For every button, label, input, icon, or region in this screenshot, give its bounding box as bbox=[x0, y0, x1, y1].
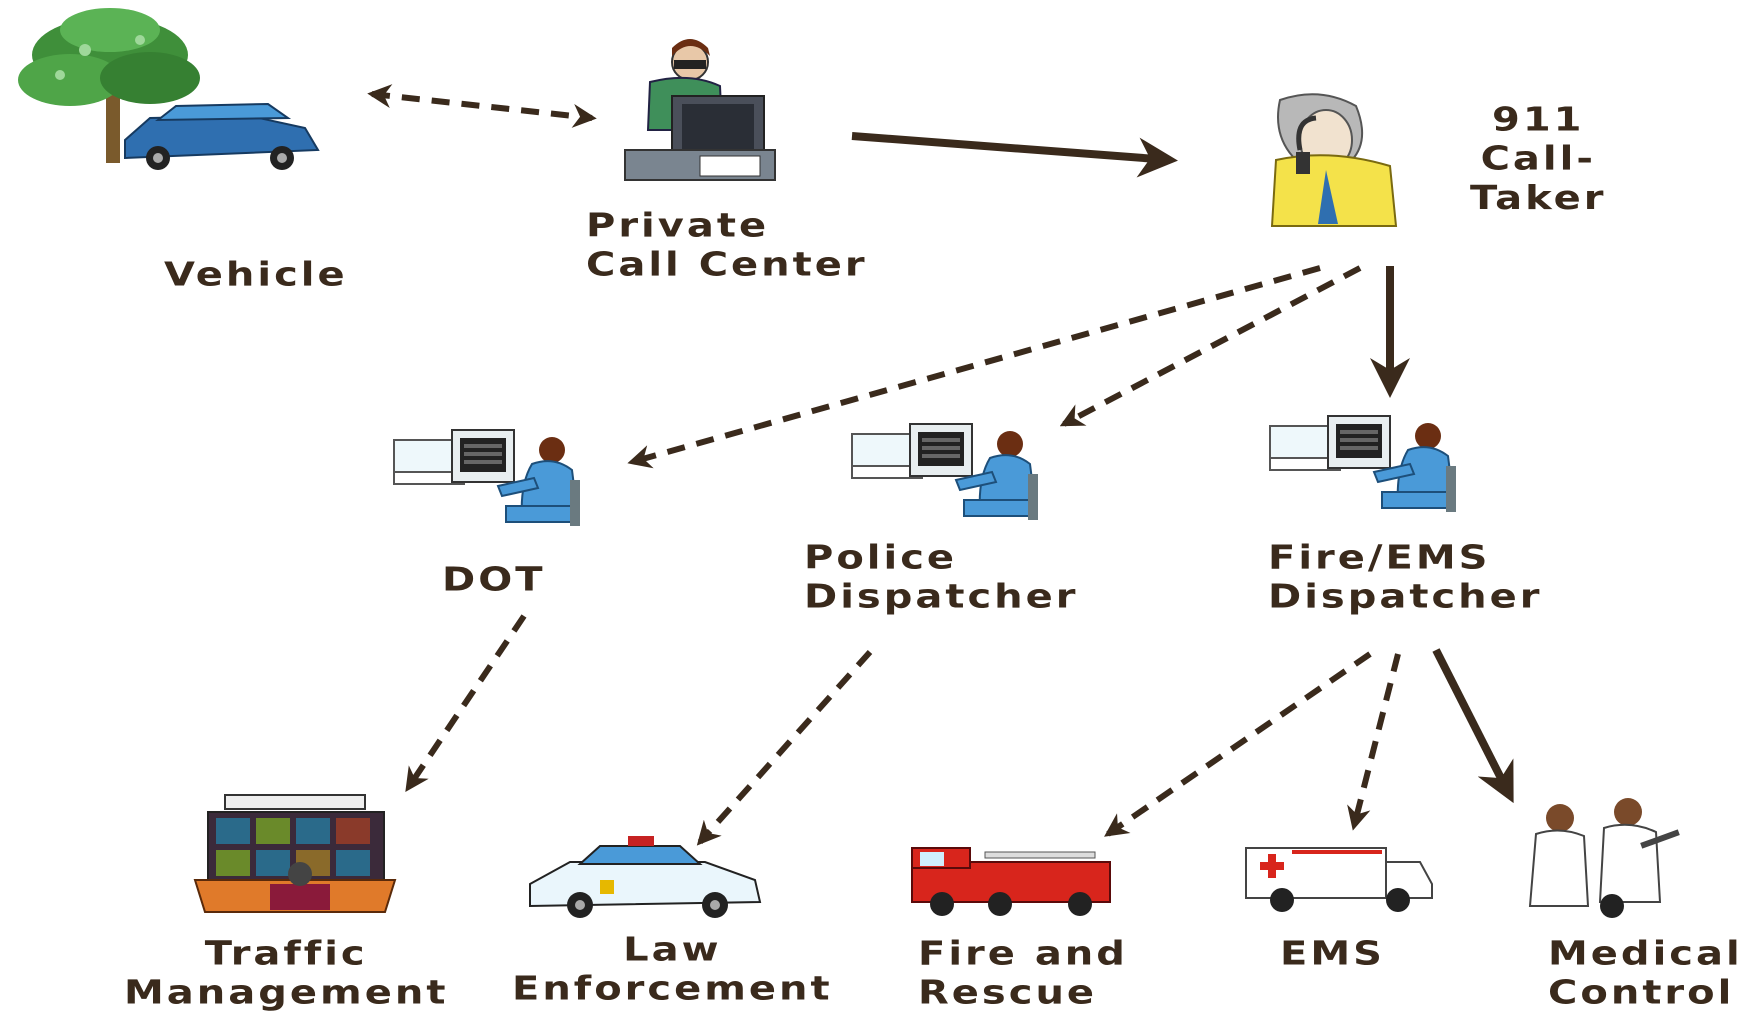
node-label-law-enforcement: Law Enforcement bbox=[512, 930, 833, 1008]
dispatcher-workstation-icon bbox=[851, 423, 1039, 521]
node-label-ems: EMS bbox=[1280, 934, 1385, 973]
edge-fire-ems-to-fire-rescue bbox=[1104, 651, 1372, 837]
node-label-fire-and-rescue: Fire and Rescue bbox=[918, 934, 1128, 1012]
edge-call-taker-to-police bbox=[1059, 265, 1362, 427]
police-car-icon bbox=[529, 836, 762, 918]
dispatcher-workstation-icon bbox=[393, 429, 581, 527]
dispatcher-workstation-icon bbox=[1269, 415, 1457, 513]
node-label-fire-ems-dispatcher: Fire/EMS Dispatcher bbox=[1268, 538, 1543, 616]
edge-call-taker-to-dot bbox=[627, 265, 1321, 469]
traffic-control-center-icon bbox=[193, 794, 397, 913]
call-center-operator-icon bbox=[624, 39, 776, 181]
fire-truck-icon bbox=[911, 847, 1111, 916]
node-label-traffic-management: Traffic Management bbox=[124, 934, 449, 1012]
tree-and-car-icon bbox=[18, 8, 320, 170]
edge-police-to-law-enforcement bbox=[696, 649, 873, 846]
phone-call-taker-icon bbox=[1270, 93, 1398, 227]
node-label-medical-control: Medical Control bbox=[1548, 934, 1743, 1012]
node-label-private-call-center: Private Call Center bbox=[586, 206, 868, 284]
node-label-call-taker: 911 Call- Taker bbox=[1470, 100, 1607, 218]
edge-dot-to-traffic bbox=[405, 614, 527, 792]
node-label-police-dispatcher: Police Dispatcher bbox=[804, 538, 1079, 616]
doctors-icon bbox=[1528, 798, 1680, 918]
edge-call-center-to-call-taker bbox=[851, 132, 1178, 178]
node-label-vehicle: Vehicle bbox=[164, 255, 348, 294]
edge-fire-ems-to-medical-control bbox=[1432, 648, 1514, 804]
edge-vehicle-to-call-center bbox=[367, 84, 597, 128]
ambulance-icon bbox=[1245, 847, 1433, 912]
node-label-dot: DOT bbox=[442, 560, 546, 599]
edge-fire-ems-to-ems bbox=[1347, 653, 1401, 831]
